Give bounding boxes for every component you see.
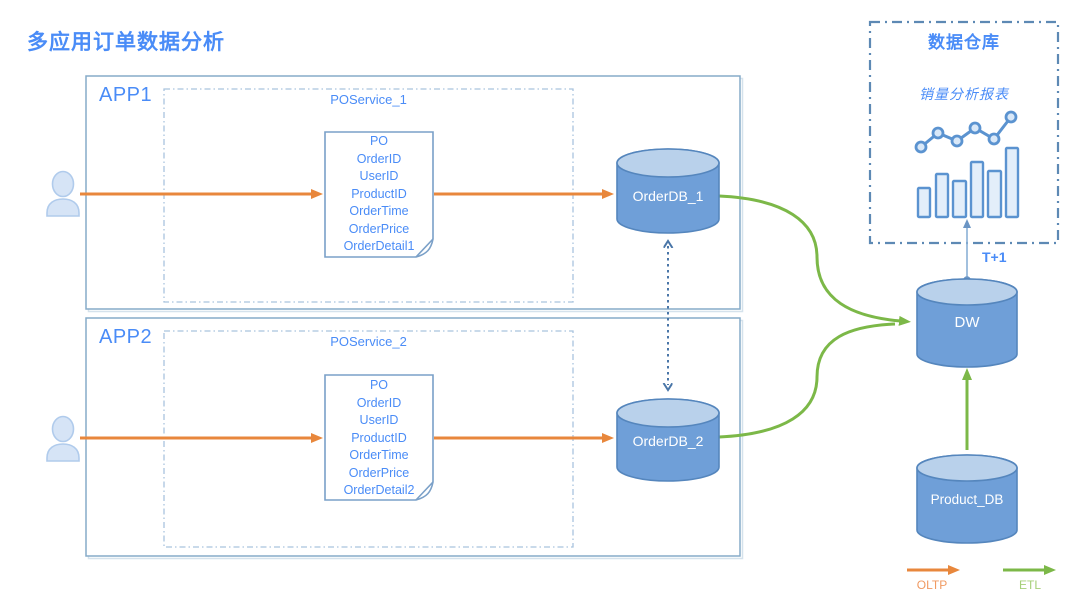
sales-chart-icon bbox=[914, 110, 1020, 219]
doc-field: OrderTime bbox=[349, 204, 409, 218]
doc-field: OrderID bbox=[356, 151, 402, 166]
app1-label: APP1 bbox=[99, 84, 153, 106]
doc-field: OrderPrice bbox=[348, 465, 410, 480]
po-document-2-fields: PO OrderID UserID ProductID OrderTime Or… bbox=[325, 377, 433, 500]
dw-label: DW bbox=[954, 314, 980, 331]
etl-arrows bbox=[718, 194, 972, 450]
doc-field: ProductID bbox=[351, 430, 407, 445]
t1-schedule-label: T+1 bbox=[982, 249, 1007, 265]
legend-oltp-label: OLTP bbox=[916, 578, 948, 592]
doc-field: OrderID bbox=[356, 395, 402, 410]
warehouse-title: 数据仓库 bbox=[928, 33, 1000, 52]
doc-field: OrderPrice bbox=[348, 221, 410, 236]
orderdb1-cylinder bbox=[616, 148, 720, 234]
oltp-arrows bbox=[80, 189, 614, 443]
doc-field: PO bbox=[369, 378, 389, 392]
doc-field: OrderDetail2 bbox=[343, 483, 415, 497]
orderdb2-label: OrderDB_2 bbox=[632, 433, 704, 449]
doc-field: ProductID bbox=[351, 186, 407, 201]
poservice1-label: POService_1 bbox=[330, 92, 407, 107]
po-document-1 bbox=[324, 131, 434, 258]
page-title: 多应用订单数据分析 bbox=[27, 31, 225, 54]
dw-cylinder bbox=[916, 278, 1018, 368]
orderdb2-cylinder bbox=[616, 398, 720, 482]
poservice2-label: POService_2 bbox=[330, 334, 407, 349]
user-icon bbox=[46, 415, 80, 462]
productdb-cylinder bbox=[916, 454, 1018, 544]
user-icon bbox=[46, 170, 80, 217]
legend-etl-label: ETL bbox=[1018, 578, 1041, 592]
warehouse-box bbox=[868, 20, 1060, 245]
po-document-1-fields: PO OrderID UserID ProductID OrderTime Or… bbox=[325, 133, 433, 256]
doc-field: OrderDetail1 bbox=[343, 239, 415, 253]
orderdb1-label: OrderDB_1 bbox=[632, 188, 704, 204]
sales-report-label: 销量分析报表 bbox=[919, 86, 1009, 102]
doc-field: OrderTime bbox=[349, 448, 409, 462]
po-document-2 bbox=[324, 374, 434, 501]
doc-field: UserID bbox=[359, 413, 399, 427]
productdb-label: Product_DB bbox=[930, 492, 1004, 507]
doc-field: UserID bbox=[359, 169, 399, 183]
doc-field: PO bbox=[369, 134, 389, 148]
app2-label: APP2 bbox=[99, 326, 153, 348]
t1-connector bbox=[963, 219, 971, 284]
